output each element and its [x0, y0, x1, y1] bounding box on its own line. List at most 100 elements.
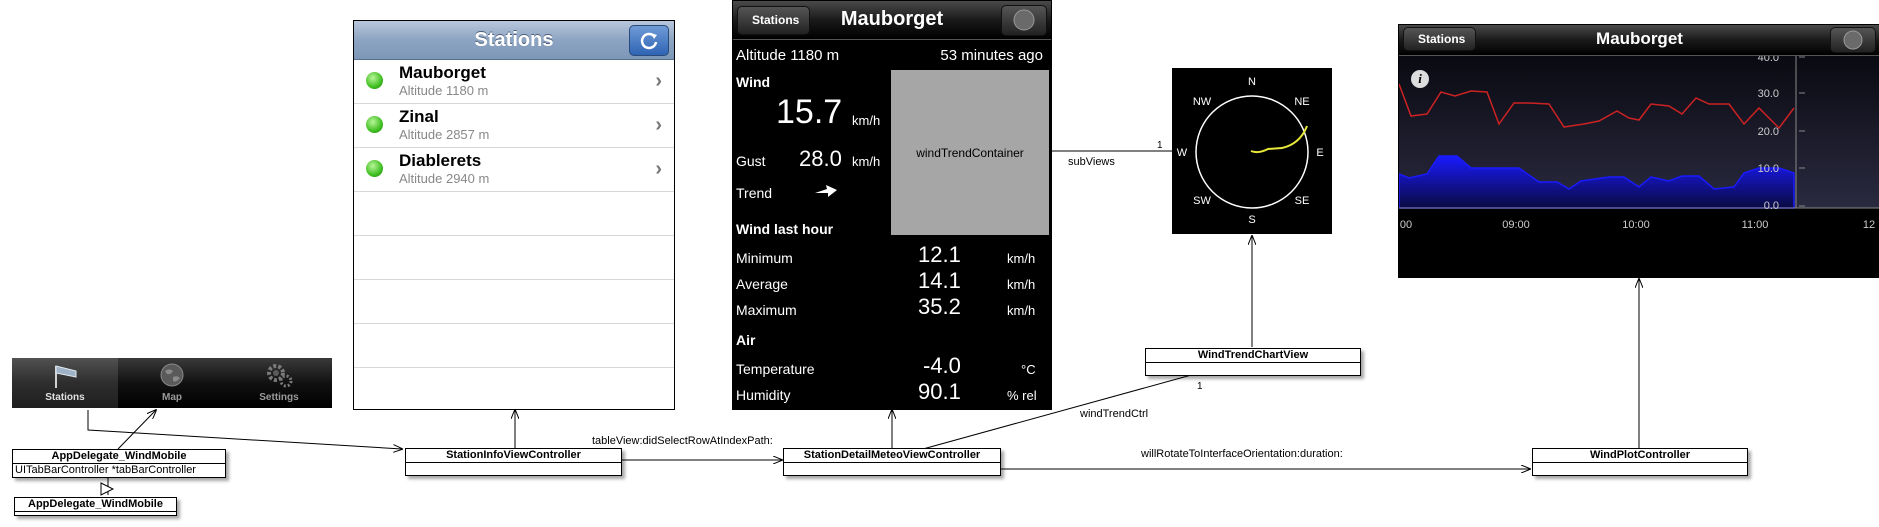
tab-label: Settings — [259, 392, 299, 403]
minimum-value: 12.1 — [918, 242, 961, 267]
minimum-label: Minimum — [736, 250, 793, 266]
temperature-label: Temperature — [736, 361, 815, 377]
screen-title: Stations — [474, 29, 554, 51]
gust-series-line — [1399, 83, 1795, 130]
compass-svg: N NE E SE S SW W NW — [1177, 76, 1324, 226]
station-name: Mauborget — [399, 63, 486, 82]
tab-bar: Stations Map Settings — [12, 358, 332, 408]
humidity-value: 90.1 — [918, 379, 961, 404]
class-stationinfo: StationInfoViewController — [405, 448, 622, 476]
label-subviews-multiplicity: 1 — [1157, 140, 1163, 151]
class-stationdetail: StationDetailMeteoViewController — [783, 448, 1001, 476]
edge-tabbar-stationinfo — [87, 410, 402, 449]
gears-icon — [267, 364, 293, 388]
info-icon[interactable]: i — [1411, 70, 1429, 88]
screen-title: Mauborget — [1596, 29, 1683, 48]
trend-label: Trend — [736, 185, 773, 201]
average-label: Average — [736, 276, 788, 292]
x-tick-label: 00 — [1400, 219, 1412, 231]
globe-button[interactable] — [1001, 5, 1047, 36]
temperature-value: -4.0 — [923, 353, 961, 378]
trend-curve — [1250, 125, 1308, 154]
tab-label: Map — [162, 392, 182, 403]
gust-unit: km/h — [852, 154, 881, 169]
stations-screen: Stations Mauborget Altitude 1180 m › Zin… — [353, 20, 675, 410]
empty-row — [354, 236, 674, 280]
dir-SE: SE — [1295, 195, 1310, 207]
minimum-unit: km/h — [1007, 251, 1036, 266]
chevron-right-icon: › — [655, 158, 662, 180]
class-windplot: WindPlotController — [1532, 448, 1748, 476]
empty-row — [354, 192, 674, 236]
dir-E: E — [1316, 147, 1323, 159]
class-name: AppDelegate_WindMobile — [15, 498, 176, 512]
class-appdelegate-base: AppDelegate_WindMobile — [14, 497, 177, 516]
y-tick-label: 40.0 — [1758, 56, 1779, 64]
x-tick-label: 12 — [1863, 219, 1875, 231]
station-row[interactable]: Mauborget Altitude 1180 m › — [354, 60, 674, 104]
refresh-icon — [640, 32, 658, 50]
average-unit: km/h — [1007, 277, 1036, 292]
detail-navbar: Stations Mauborget — [733, 1, 1051, 40]
compass-ring — [1195, 95, 1309, 209]
station-list: Mauborget Altitude 1180 m › Zinal Altitu… — [354, 60, 674, 368]
label-windtrendctrl-multiplicity: 1 — [1197, 381, 1203, 392]
tab-map[interactable]: Map — [119, 358, 225, 408]
temperature-unit: °C — [1021, 362, 1036, 377]
station-name: Diablerets — [399, 151, 482, 170]
last-hour-heading: Wind last hour — [736, 221, 834, 237]
dir-NW: NW — [1193, 96, 1212, 108]
stations-navbar: Stations — [354, 21, 674, 60]
dir-SW: SW — [1193, 195, 1211, 207]
wind-series-area — [1399, 155, 1795, 209]
back-button[interactable]: Stations — [737, 6, 811, 35]
updated-text: 53 minutes ago — [940, 47, 1043, 64]
station-altitude: Altitude 2857 m — [399, 127, 490, 142]
refresh-button[interactable] — [629, 25, 669, 56]
station-row[interactable]: Zinal Altitude 2857 m › — [354, 104, 674, 148]
wind-plot-screen: Stations Mauborget 40.0 30.0 20.0 10.0 0… — [1398, 24, 1879, 278]
inheritance-triangle — [100, 482, 115, 496]
back-button[interactable]: Stations — [1403, 27, 1477, 51]
station-altitude: Altitude 2940 m — [399, 171, 490, 186]
maximum-value: 35.2 — [918, 294, 961, 319]
air-heading: Air — [736, 332, 756, 348]
container-label: windTrendContainer — [916, 145, 1024, 160]
label-windtrendctrl: windTrendCtrl — [1080, 408, 1149, 420]
y-tick-label: 20.0 — [1758, 126, 1779, 138]
tab-stations[interactable]: Stations — [12, 358, 118, 408]
globe-button[interactable] — [1830, 27, 1876, 53]
status-dot-icon — [366, 160, 383, 177]
class-name: WindPlotController — [1533, 449, 1747, 463]
empty-row — [354, 324, 674, 368]
class-name: StationInfoViewController — [406, 449, 621, 463]
altitude-text: Altitude 1180 m — [736, 47, 840, 64]
dir-S: S — [1248, 214, 1255, 226]
y-tick-label: 30.0 — [1758, 88, 1779, 100]
label-willrotate: willRotateToInterfaceOrientation:duratio… — [1141, 448, 1343, 460]
plot-navbar: Stations Mauborget — [1399, 25, 1879, 56]
windsock-icon — [55, 365, 77, 388]
station-row[interactable]: Diablerets Altitude 2940 m › — [354, 148, 674, 192]
tab-label: Stations — [45, 392, 85, 403]
class-appdelegate: AppDelegate_WindMobile UITabBarControlle… — [12, 449, 226, 478]
tab-settings[interactable]: Settings — [226, 358, 332, 408]
empty-row — [354, 280, 674, 324]
class-windtrendchart: WindTrendChartView — [1145, 348, 1361, 376]
average-value: 14.1 — [918, 268, 961, 293]
globe-icon — [1013, 9, 1035, 31]
y-tick-label: 10.0 — [1758, 163, 1779, 175]
maximum-unit: km/h — [1007, 303, 1036, 318]
status-dot-icon — [366, 72, 383, 89]
globe-icon — [1843, 30, 1863, 50]
dir-N: N — [1248, 76, 1256, 88]
arrow-right-icon — [815, 185, 837, 197]
wind-heading: Wind — [736, 74, 771, 90]
wind-trend-container: windTrendContainer — [891, 70, 1049, 235]
wind-speed-unit: km/h — [852, 113, 881, 128]
globe-icon — [160, 363, 184, 387]
gust-value: 28.0 — [799, 146, 842, 171]
edge-appdelegate-tabbar — [117, 410, 156, 450]
station-altitude: Altitude 1180 m — [399, 83, 489, 98]
